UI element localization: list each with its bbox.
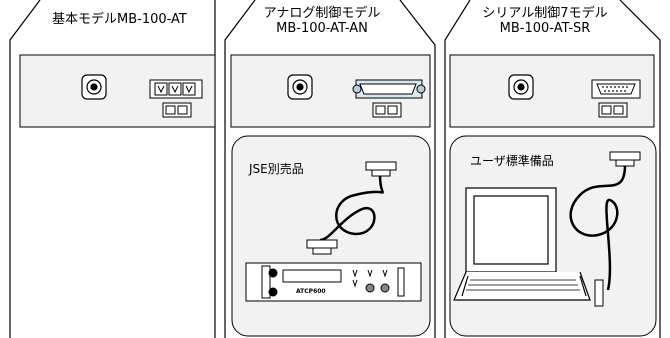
serial-model-title: シリアル制御7モデル MB-100-AT-SR: [475, 6, 615, 36]
serial-cable-icon: [569, 151, 641, 307]
power-connector-icon: [287, 74, 313, 100]
laptop-icon: [453, 187, 591, 301]
basic-model-title-line1: 基本モデルMB-100-AT: [52, 12, 187, 27]
power-connector-icon: [508, 74, 534, 100]
serial-accessory-label: ユーザ標準備品: [470, 154, 554, 168]
serial-column-right-edge: [619, 0, 661, 338]
analog-model-title-line1: アナログ制御モデル: [263, 6, 381, 21]
analog-model-title: アナログ制御モデル MB-100-AT-AN: [252, 6, 392, 36]
basic-model-title: 基本モデルMB-100-AT: [52, 12, 187, 27]
analog-model-title-line2: MB-100-AT-AN: [276, 21, 368, 36]
serial-model-title-line2: MB-100-AT-SR: [499, 21, 591, 36]
power-connector-icon: [81, 74, 107, 100]
analog-column-left-edge: [224, 0, 256, 338]
analog-cable-icon: [306, 161, 397, 255]
analog-accessory-label: JSE別売品: [249, 162, 304, 176]
atcp600-label: ATCP600: [296, 288, 326, 295]
analog-column-right-edge: [399, 0, 436, 338]
atcp600-device-icon: [245, 262, 422, 302]
basic-column-left-edge: [9, 0, 41, 338]
serial-model-title-line1: シリアル制御7モデル: [482, 6, 608, 21]
analog-dsub-connector-icon: [352, 79, 426, 118]
terminal-block-icon: [149, 79, 203, 118]
serial-dsub-connector-icon: [591, 79, 641, 118]
serial-column-left-edge: [444, 0, 471, 338]
